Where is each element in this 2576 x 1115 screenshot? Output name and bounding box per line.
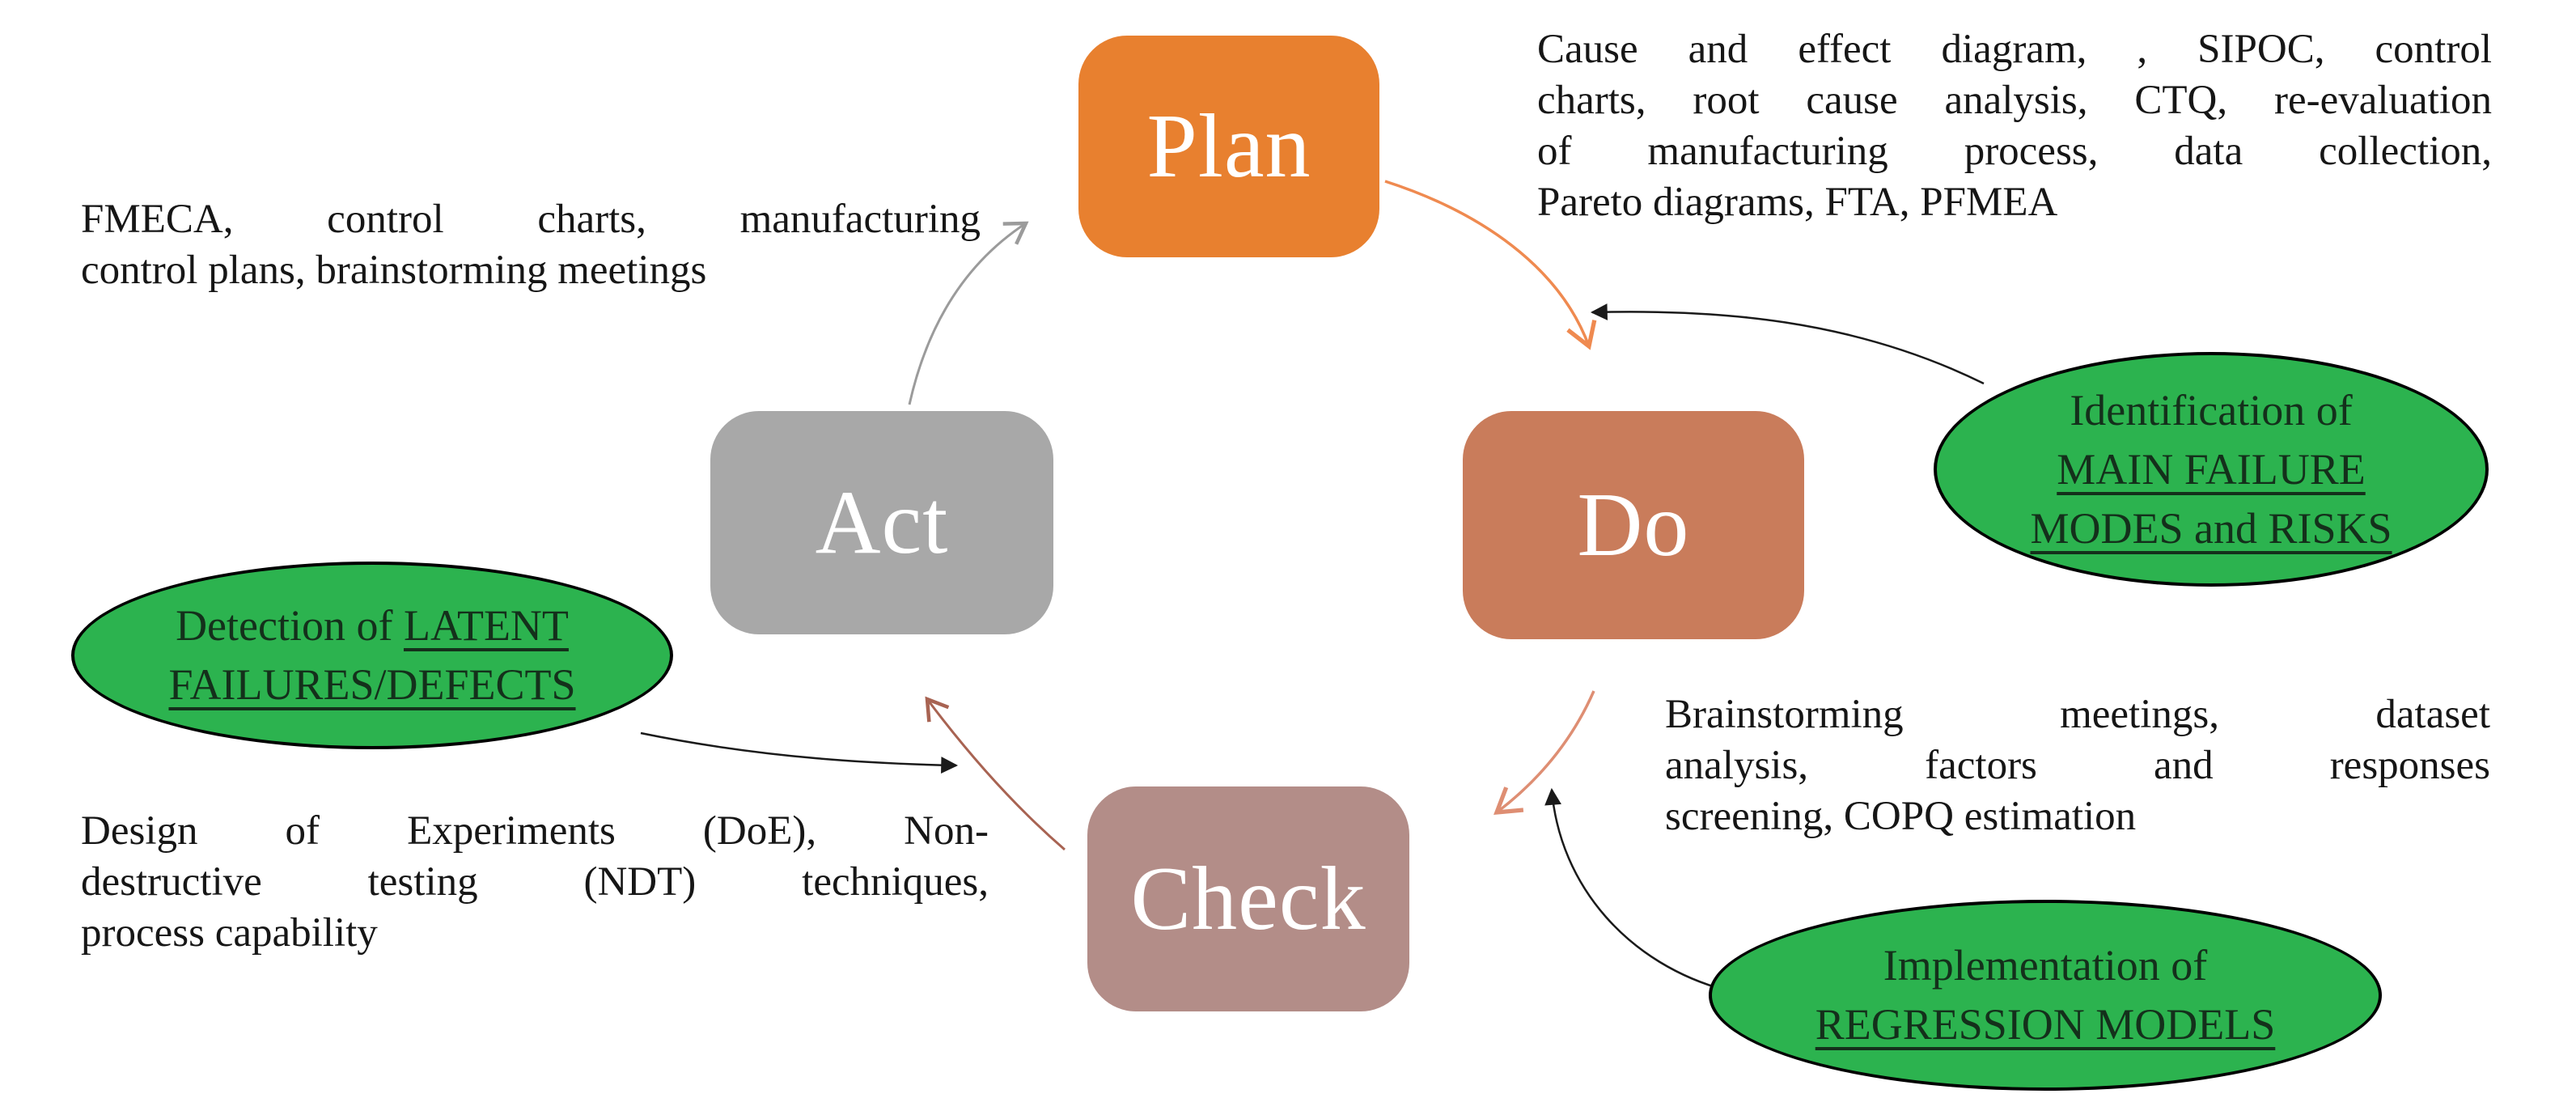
do-tools-text: Brainstorming meetings, dataset analysis…	[1665, 689, 2490, 842]
act-node-label: Act	[815, 472, 949, 573]
callout-line-intro: Detection of	[176, 601, 404, 650]
check-tools-text: Design of Experiments (DoE), Non- destru…	[81, 806, 989, 959]
do-node-label: Do	[1577, 474, 1690, 575]
arrow-do-to-check	[1493, 690, 1595, 815]
check-node-label: Check	[1130, 848, 1366, 949]
regression-models-callout: Implementation of REGRESSION MODELS	[1709, 900, 2382, 1091]
check-tools-line: process capability	[81, 910, 378, 956]
callout-line: MODES and RISKS	[2030, 503, 2392, 553]
callout-line-underlined: LATENT	[403, 601, 569, 650]
do-node: Do	[1463, 411, 1804, 639]
callout-line: REGRESSION MODELS	[1815, 1000, 2276, 1049]
act-tools-text: FMECA, control charts, manufacturing con…	[81, 194, 981, 296]
callout-line: Implementation of	[1883, 941, 2208, 990]
callout-line: FAILURES/DEFECTS	[168, 660, 576, 709]
callout-line: Detection of LATENT	[176, 596, 569, 655]
plan-tools-line: Pareto diagrams, FTA, PFMEA	[1537, 180, 2058, 225]
plan-tools-line: of manufacturing process, data collectio…	[1537, 129, 2492, 174]
callout-line: MAIN FAILURE	[2057, 444, 2366, 494]
arrow-latent-callout-to-check	[640, 731, 959, 774]
do-tools-line: analysis, factors and responses	[1665, 743, 2490, 788]
act-tools-line: FMECA, control charts, manufacturing	[81, 197, 981, 242]
callout-line: Identification of	[2070, 385, 2353, 435]
plan-tools-line: Cause and effect diagram, , SIPOC, contr…	[1537, 27, 2492, 72]
check-node: Check	[1087, 786, 1409, 1011]
check-tools-line: Design of Experiments (DoE), Non-	[81, 808, 989, 854]
do-tools-line: screening, COPQ estimation	[1665, 794, 2137, 839]
plan-node-label: Plan	[1146, 95, 1311, 197]
plan-tools-line: charts, root cause analysis, CTQ, re-eva…	[1537, 78, 2492, 123]
do-tools-line: Brainstorming meetings, dataset	[1665, 692, 2490, 737]
check-tools-line: destructive testing (NDT) techniques,	[81, 859, 989, 905]
plan-tools-text: Cause and effect diagram, , SIPOC, contr…	[1537, 24, 2492, 228]
act-tools-line: control plans, brainstorming meetings	[81, 248, 707, 293]
latent-failures-callout: Detection of LATENT FAILURES/DEFECTS	[71, 562, 673, 749]
main-failure-modes-callout: Identification of MAIN FAILURE MODES and…	[1934, 352, 2489, 587]
plan-node: Plan	[1078, 36, 1379, 257]
arrow-main-failure-callout-to-plan-do	[1590, 303, 1985, 385]
act-node: Act	[710, 411, 1053, 634]
